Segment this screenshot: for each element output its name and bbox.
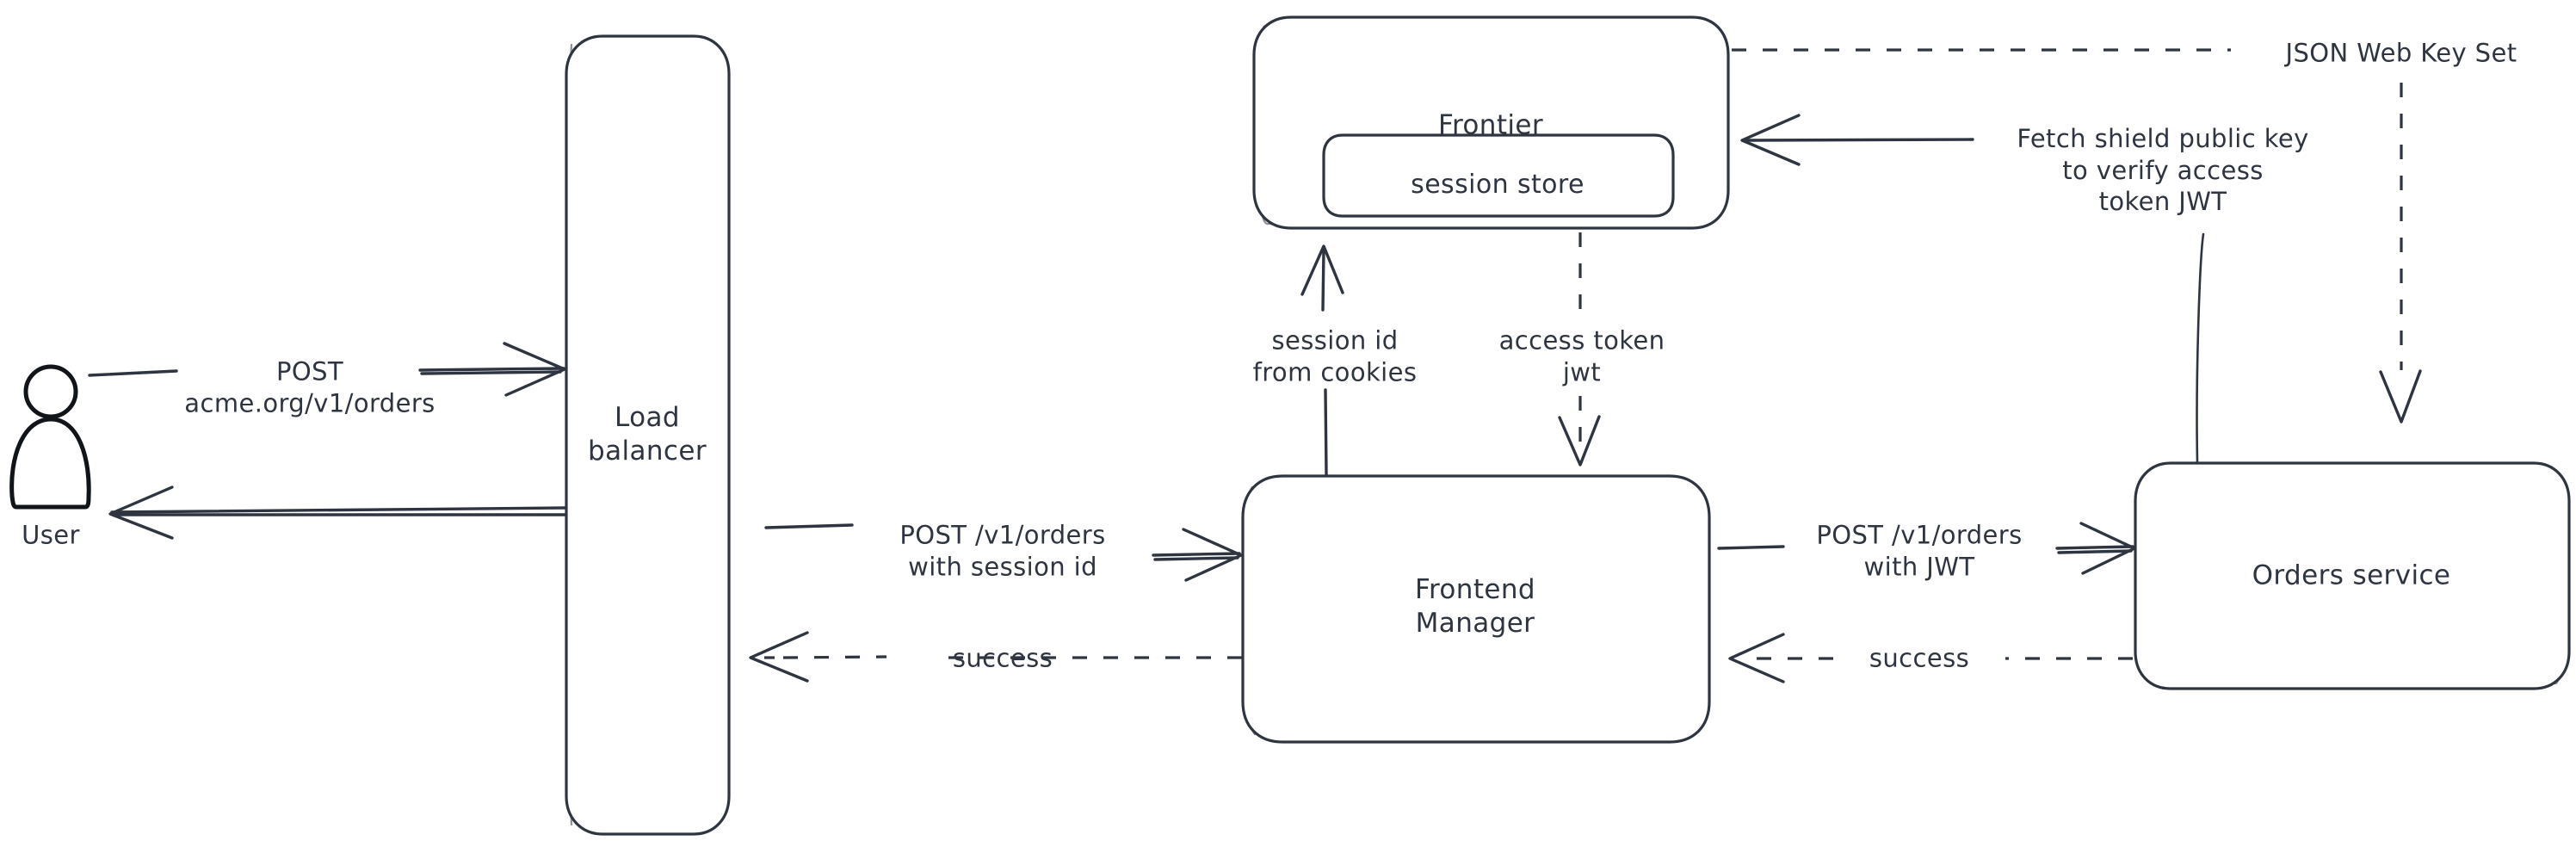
edge-lb-to-fm — [764, 523, 1243, 582]
edge-fm-to-frontier — [1300, 244, 1344, 476]
node-load-balancer[interactable] — [565, 34, 731, 836]
node-orders-service[interactable] — [2134, 461, 2571, 690]
edge-frontier-to-orders-jwks — [1732, 48, 2422, 424]
edge-fm-to-orders — [1717, 522, 2136, 575]
edge-orders-to-fm-success — [1728, 633, 2133, 683]
edge-orders-to-frontier-fetch — [1740, 114, 2205, 464]
edge-frontier-to-fm — [1558, 232, 1601, 467]
edge-user-to-lb — [88, 342, 566, 397]
person-icon — [9, 364, 91, 510]
node-session-store[interactable] — [1322, 133, 1675, 218]
edge-fm-to-lb-success — [749, 631, 1242, 683]
edge-lb-to-user — [108, 485, 567, 540]
node-frontend-manager[interactable] — [1241, 474, 1711, 744]
node-frontier[interactable] — [1252, 15, 1730, 230]
